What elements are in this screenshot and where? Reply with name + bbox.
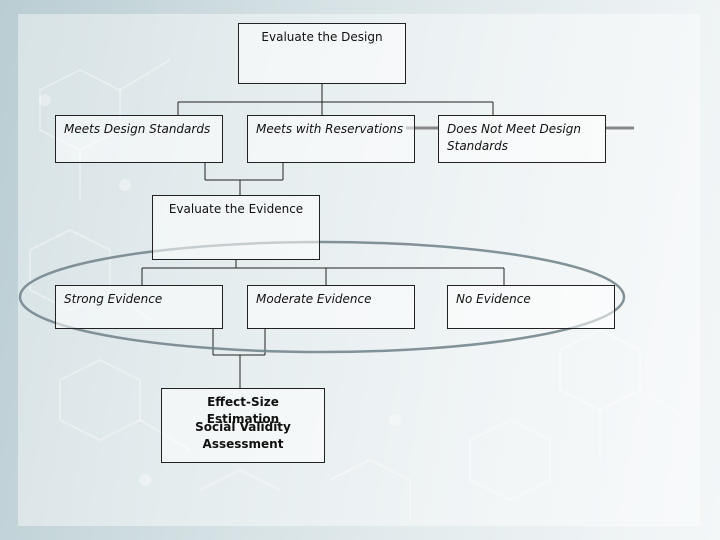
meets-reservations-box: Meets with Reservations: [247, 115, 415, 163]
meets-standards-box: Meets Design Standards: [55, 115, 223, 163]
no-evidence-label: No Evidence: [456, 292, 531, 306]
does-not-meet-box: Does Not Meet Design Standards: [438, 115, 606, 163]
does-not-meet-label: Does Not Meet Design Standards: [447, 122, 581, 153]
no-evidence-box: No Evidence: [447, 285, 615, 329]
evaluate-design-box: Evaluate the Design: [238, 23, 406, 84]
meets-standards-label: Meets Design Standards: [64, 122, 211, 136]
evaluate-design-label: Evaluate the Design: [261, 30, 383, 44]
evaluate-evidence-box: Evaluate the Evidence: [152, 195, 320, 260]
moderate-evidence-box: Moderate Evidence: [247, 285, 415, 329]
evaluate-evidence-label: Evaluate the Evidence: [168, 202, 304, 216]
effect-size-label: Effect-Size Estimation: [206, 395, 280, 426]
strong-evidence-label: Strong Evidence: [64, 292, 163, 306]
meets-reservations-label: Meets with Reservations: [256, 122, 404, 136]
social-validity-label: Social Validity Assessment: [195, 420, 291, 451]
highlight-ellipse: [18, 240, 626, 354]
effect-size-box: Effect-Size Estimation Social Validity A…: [161, 388, 325, 463]
strong-evidence-box: Strong Evidence: [55, 285, 223, 329]
moderate-evidence-label: Moderate Evidence: [256, 292, 372, 306]
